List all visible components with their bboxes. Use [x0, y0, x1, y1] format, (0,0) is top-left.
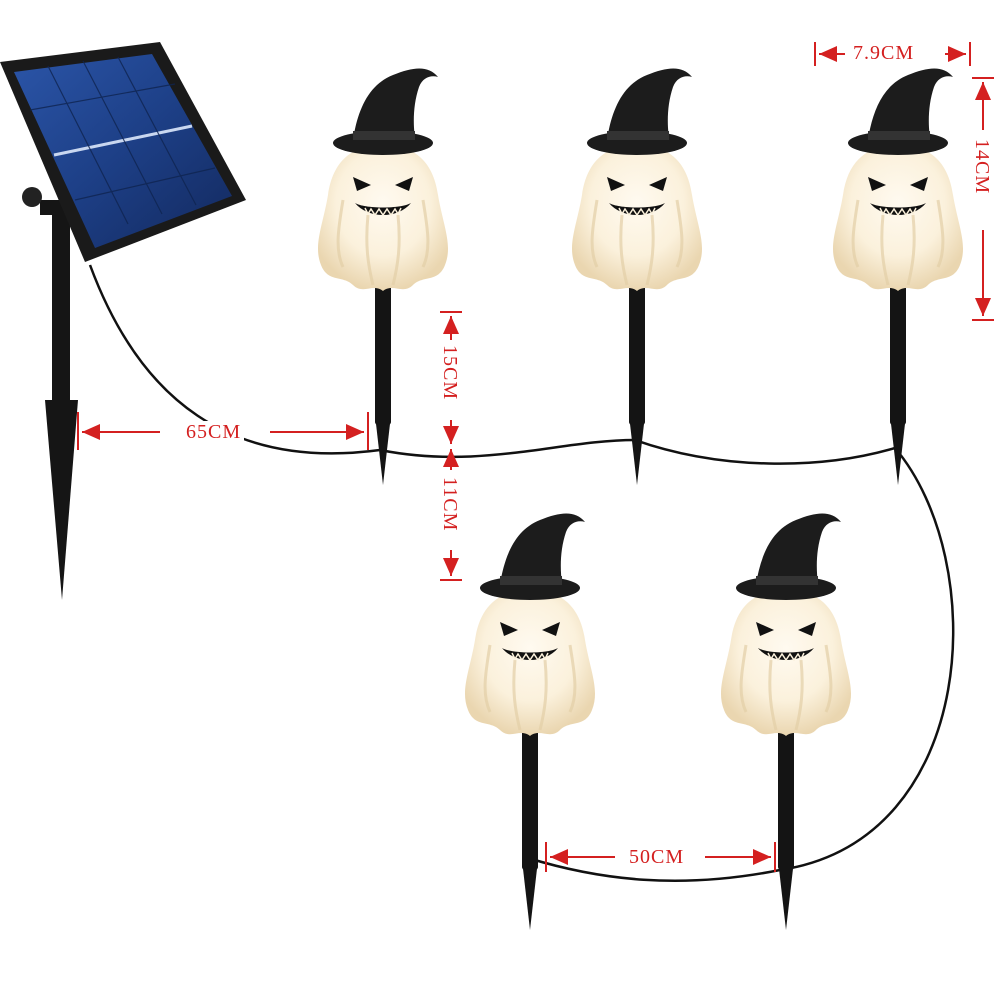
ghost-light-4: [463, 512, 597, 932]
ghost-light-5: [719, 512, 853, 932]
ghost-light-2: [570, 67, 704, 487]
dimension-lines: [77, 42, 994, 872]
ghost-light-1: [316, 67, 450, 487]
ghost-light-3: [831, 67, 965, 487]
solar-panel: [0, 42, 246, 600]
dimension-label-15cm: 15CM: [438, 342, 461, 404]
dimension-label-11cm: 11CM: [438, 474, 461, 535]
dimension-label-7-9cm: 7.9CM: [850, 42, 918, 65]
dimension-label-14cm: 14CM: [970, 136, 993, 198]
connection-wire: [88, 264, 955, 883]
dimension-label-65cm: 65CM: [183, 421, 245, 444]
dimension-label-50cm: 50CM: [626, 846, 688, 869]
